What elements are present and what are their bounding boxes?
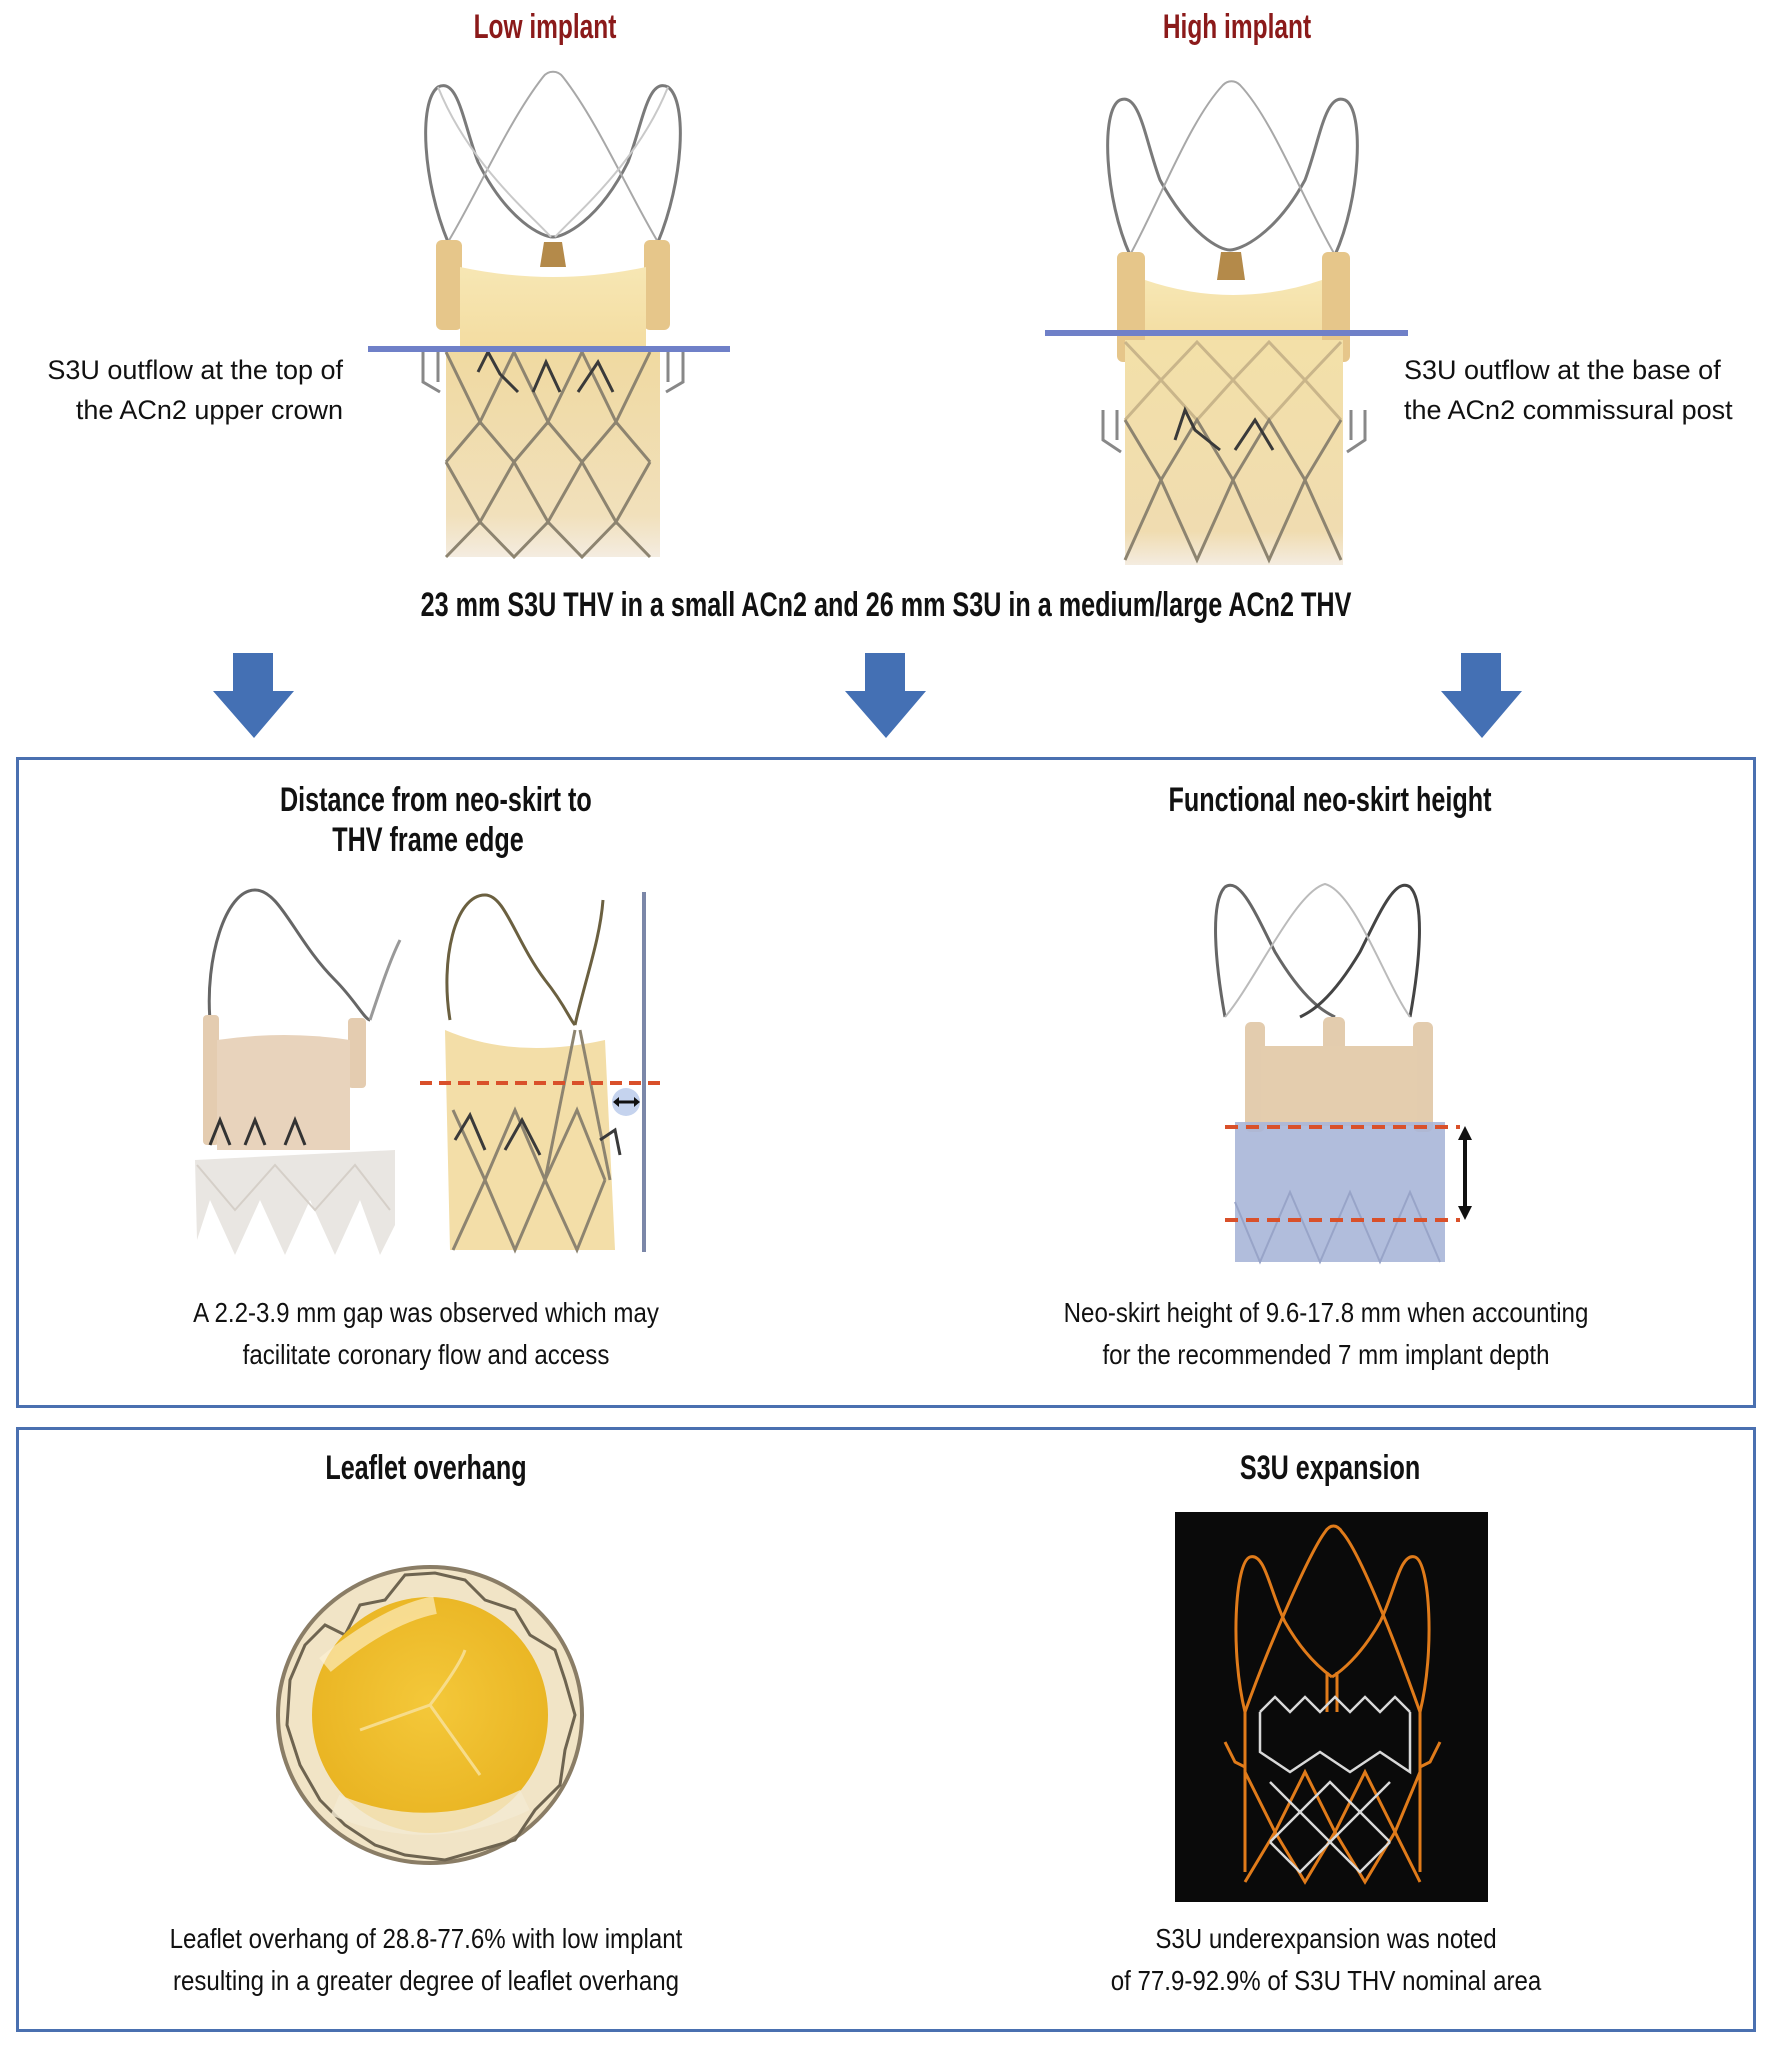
neo-skirt-height-caption: Neo-skirt height of 9.6-17.8 mm when acc… xyxy=(982,1292,1670,1376)
neo-skirt-height-caption-line: for the recommended 7 mm implant depth xyxy=(1102,1339,1550,1370)
low-implant-label-line: the ACn2 upper crown xyxy=(75,395,343,425)
s3u-expansion-title: S3U expansion xyxy=(1182,1448,1478,1488)
distance-title-line: Distance from neo-skirt to xyxy=(280,781,592,819)
leaflet-overhang-title: Leaflet overhang xyxy=(278,1448,574,1488)
s3u-expansion-caption-line: S3U underexpansion was noted xyxy=(1155,1923,1497,1954)
leaflet-overhang-caption-line: resulting in a greater degree of leaflet… xyxy=(172,1965,680,1996)
arrow-down-icon xyxy=(845,653,927,739)
leaflet-overhang-image xyxy=(265,1555,595,1875)
neo-skirt-height-title: Functional neo-skirt height xyxy=(1108,780,1552,820)
high-implant-title: High implant xyxy=(1162,8,1312,46)
distance-title-line: THV frame edge xyxy=(332,821,524,859)
neo-skirt-distance-image xyxy=(185,880,665,1260)
neo-skirt-height-title-line: Functional neo-skirt height xyxy=(1168,781,1492,819)
distance-caption: A 2.2-3.9 mm gap was observed which may … xyxy=(168,1292,684,1376)
arrow-down-icon xyxy=(1441,653,1523,739)
low-implant-valve-image xyxy=(368,62,738,562)
leaflet-overhang-caption-line: Leaflet overhang of 28.8-77.6% with low … xyxy=(169,1923,683,1954)
high-implant-valve-image xyxy=(1045,80,1415,570)
high-implant-label-line: S3U outflow at the base of xyxy=(1404,355,1721,385)
leaflet-overhang-title-line: Leaflet overhang xyxy=(325,1449,527,1487)
low-implant-outflow-line xyxy=(368,346,730,352)
distance-caption-line: A 2.2-3.9 mm gap was observed which may xyxy=(193,1297,659,1328)
s3u-expansion-title-line: S3U expansion xyxy=(1239,1449,1421,1487)
distance-section-title: Distance from neo-skirt to THV frame edg… xyxy=(280,780,592,860)
high-implant-label: S3U outflow at the base of the ACn2 comm… xyxy=(1404,350,1733,430)
low-implant-label-line: S3U outflow at the top of xyxy=(47,355,343,385)
low-implant-label: S3U outflow at the top of the ACn2 upper… xyxy=(47,350,343,430)
leaflet-overhang-caption: Leaflet overhang of 28.8-77.6% with low … xyxy=(125,1918,727,2002)
s3u-expansion-caption: S3U underexpansion was noted of 77.9-92.… xyxy=(1025,1918,1627,2002)
panel-overhang-expansion xyxy=(16,1427,1756,2032)
arrow-down-icon xyxy=(213,653,295,739)
distance-caption-line: facilitate coronary flow and access xyxy=(242,1339,610,1370)
s3u-expansion-caption-line: of 77.9-92.9% of S3U THV nominal area xyxy=(1110,1965,1542,1996)
neo-skirt-height-caption-line: Neo-skirt height of 9.6-17.8 mm when acc… xyxy=(1063,1297,1589,1328)
low-implant-title: Low implant xyxy=(473,8,617,46)
s3u-expansion-image xyxy=(1175,1512,1488,1902)
neo-skirt-height-image xyxy=(1195,872,1485,1272)
main-subtitle: 23 mm S3U THV in a small ACn2 and 26 mm … xyxy=(420,586,1352,624)
high-implant-outflow-line xyxy=(1045,330,1408,336)
panel-neo-skirt xyxy=(16,757,1756,1408)
high-implant-label-line: the ACn2 commissural post xyxy=(1404,395,1733,425)
